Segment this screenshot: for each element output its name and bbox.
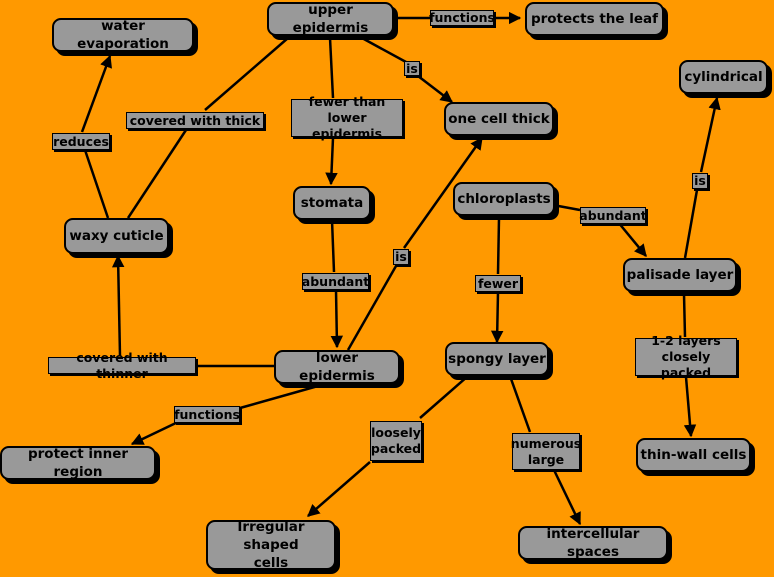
edge-palisade-is	[683, 189, 699, 259]
link-label-abundant-stomata: abundant	[301, 273, 370, 290]
node-upper-epidermis[interactable]: upper epidermis	[267, 2, 394, 36]
edge-lower-functions	[239, 384, 319, 410]
node-irregular-shaped-cells[interactable]: Irregular shaped cells	[206, 519, 336, 571]
node-stomata[interactable]: stomata	[293, 186, 371, 220]
link-label-is-lower: is	[393, 249, 409, 265]
edge-palisade-layers	[682, 293, 687, 338]
link-label-fewer-than: fewer than lower epidermis	[291, 94, 403, 141]
edge-is-onecell2	[402, 136, 484, 249]
edge-layers-thinwall	[683, 376, 697, 438]
edge-chloro-abundant	[552, 203, 581, 212]
edge-upper-covered	[204, 37, 289, 111]
edge-functions-protect	[130, 420, 179, 446]
link-label-reduces: reduces	[52, 133, 110, 150]
node-cylindrical[interactable]: cylindrical	[679, 60, 768, 94]
edge-is-cylindrical	[699, 96, 721, 173]
node-intercellular-spaces[interactable]: intercellular spaces	[518, 526, 668, 560]
link-label-1-2-layers: 1-2 layers closely packed	[635, 333, 737, 380]
edge-loosely-irregular	[307, 461, 371, 517]
edge-abundant-palisade	[617, 221, 647, 257]
edge-fewer-spongy	[490, 291, 504, 344]
edge-stomata-abundant	[330, 219, 336, 273]
node-chloroplasts[interactable]: chloroplasts	[453, 182, 555, 216]
link-label-loosely-packed: loosely packed	[370, 421, 422, 461]
node-spongy-layer[interactable]: spongy layer	[445, 342, 549, 376]
edge-lower-is	[346, 265, 398, 351]
link-label-covered-with-thick: covered with thick	[126, 112, 264, 129]
edge-fewer-stomata	[325, 137, 338, 186]
link-label-functions-bottom: functions	[174, 406, 240, 423]
link-label-is-top: is	[404, 61, 420, 76]
node-lower-epidermis[interactable]: lower epidermis	[274, 350, 400, 384]
link-label-numerous-large: numerous large	[511, 433, 581, 470]
edge-spongy-loosely	[419, 375, 469, 419]
edge-is-onecell	[417, 75, 453, 103]
edge-spongy-numerous	[508, 375, 532, 433]
edge-upper-is	[361, 36, 407, 64]
node-thin-wall-cells[interactable]: thin-wall cells	[636, 438, 751, 472]
edge-abundant-lower	[330, 289, 344, 349]
edge-thinner-waxy	[111, 254, 125, 357]
node-water-evaporation[interactable]: water evaporation	[52, 18, 194, 52]
node-one-cell-thick[interactable]: one cell thick	[444, 102, 554, 136]
link-label-covered-with-thinner: covered with thinner	[48, 350, 196, 381]
edge-reduces-water	[80, 54, 112, 133]
edge-waxy-reduces	[83, 149, 110, 219]
link-label-functions-top: functions	[429, 10, 495, 26]
link-label-fewer: fewer	[475, 275, 521, 292]
node-waxy-cuticle[interactable]: waxy cuticle	[64, 218, 169, 254]
edge-covered-waxy	[126, 129, 188, 219]
link-label-abundant-chloroplasts: abundant	[579, 207, 647, 224]
edge-upper-fewer	[328, 37, 335, 99]
link-label-is-cylindrical: is	[692, 173, 708, 189]
node-protects-the-leaf[interactable]: protects the leaf	[525, 2, 664, 36]
edge-chloro-fewer	[496, 217, 501, 275]
edge-numerous-intercellular	[552, 469, 582, 526]
node-palisade-layer[interactable]: palisade layer	[623, 258, 737, 292]
node-protect-inner-region[interactable]: protect inner region	[0, 446, 156, 480]
